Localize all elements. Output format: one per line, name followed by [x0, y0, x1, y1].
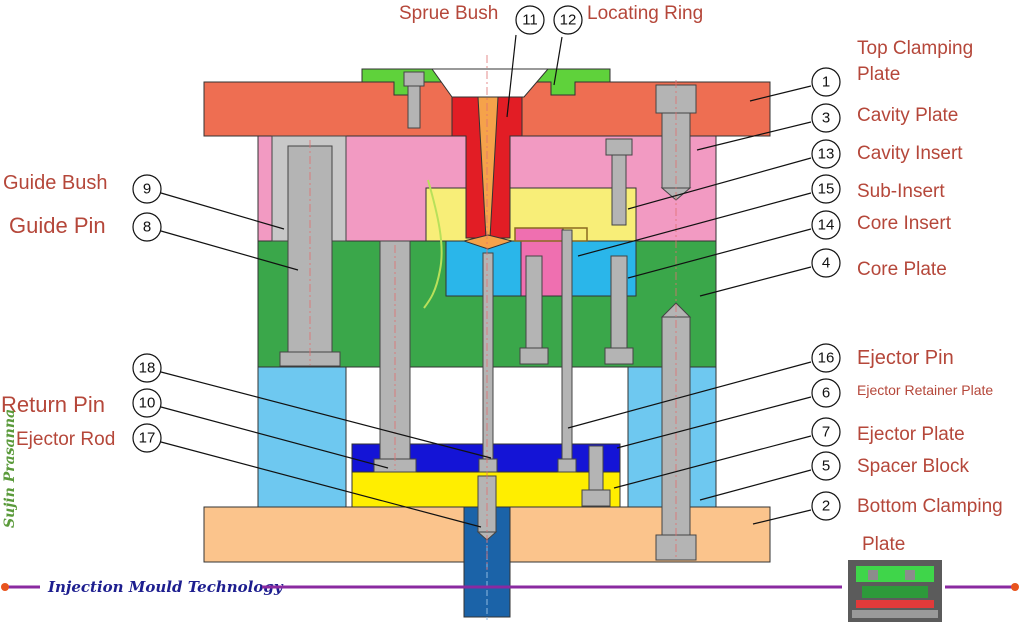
ejector-pin-main-head — [557, 458, 577, 473]
label-cavity-plate: Cavity Plate — [857, 105, 958, 126]
label-ejector-pin: Ejector Pin — [857, 347, 954, 369]
core-screw-right — [610, 255, 628, 349]
callout-3: 3 — [811, 103, 841, 133]
parting-curve — [423, 179, 443, 309]
callout-13: 13 — [811, 139, 841, 169]
callout-9: 9 — [132, 174, 162, 204]
svg-text:10: 10 — [139, 395, 156, 412]
svg-text:14: 14 — [818, 217, 835, 234]
label-cavity-insert: Cavity Insert — [857, 143, 963, 164]
callout-10: 10 — [132, 388, 162, 418]
callout-2: 2 — [811, 491, 841, 521]
ejector-screw — [588, 445, 604, 493]
sub-insert-frame — [514, 227, 588, 242]
centerlines — [309, 55, 677, 570]
core-screw-left-head — [519, 347, 549, 365]
pins-and-screws — [271, 71, 697, 561]
footer-dot-left — [1, 583, 9, 591]
label-top-clamping-1: Top Clamping — [857, 38, 973, 59]
svg-text:13: 13 — [818, 146, 835, 163]
svg-text:8: 8 — [143, 219, 151, 236]
svg-text:18: 18 — [139, 360, 156, 377]
footer: Injection Mould Technology Sujin Prasann… — [1, 409, 1019, 622]
svg-text:11: 11 — [522, 12, 538, 29]
cavity-screw-head — [605, 138, 633, 156]
leader-lines — [160, 34, 812, 528]
signature: Sujin Prasanna — [2, 409, 18, 528]
label-core-insert: Core Insert — [857, 213, 952, 234]
svg-text:1: 1 — [822, 74, 830, 91]
svg-text:9: 9 — [143, 181, 151, 198]
label-spacer-block: Spacer Block — [857, 456, 969, 477]
callout-8: 8 — [132, 212, 162, 242]
footer-dot-right — [1011, 583, 1019, 591]
part-labels: Sprue Bush Locating Ring Top Clamping Pl… — [1, 3, 1003, 555]
label-bottom-clamping-1: Bottom Clamping — [857, 496, 1003, 517]
label-return-pin: Return Pin — [1, 392, 105, 417]
core-screw-left — [525, 255, 543, 349]
label-bottom-clamping-2: Plate — [862, 534, 905, 555]
svg-text:16: 16 — [818, 350, 835, 367]
ejector-pin-main — [561, 229, 573, 461]
svg-text:5: 5 — [822, 458, 830, 475]
callout-1: 1 — [811, 67, 841, 97]
sprue-gate — [462, 234, 514, 250]
label-sprue-bush: Sprue Bush — [399, 3, 498, 24]
label-top-clamping-2: Plate — [857, 64, 900, 85]
callout-5: 5 — [811, 451, 841, 481]
sprue-puller-pin-head — [478, 458, 498, 473]
label-guide-bush: Guide Bush — [3, 172, 108, 194]
callout-11: 11 — [515, 5, 545, 35]
sprue-bush-seat — [431, 68, 550, 98]
label-locating-ring: Locating Ring — [587, 3, 703, 24]
cavity-screw — [611, 154, 627, 226]
svg-text:3: 3 — [822, 110, 830, 127]
callout-12: 12 — [553, 5, 583, 35]
callout-7: 7 — [811, 417, 841, 447]
label-guide-pin: Guide Pin — [9, 213, 106, 238]
mould-thumbnail-icon — [848, 560, 942, 622]
svg-text:17: 17 — [139, 430, 156, 447]
ring-screw — [407, 85, 421, 129]
core-screw-right-head — [604, 347, 634, 365]
callout-16: 16 — [811, 343, 841, 373]
callout-14: 14 — [811, 210, 841, 240]
label-ejector-plate: Ejector Plate — [857, 424, 965, 445]
callout-6: 6 — [811, 378, 841, 408]
callout-15: 15 — [811, 174, 841, 204]
svg-text:6: 6 — [822, 385, 830, 402]
sprue-puller-pin — [482, 252, 494, 460]
label-sub-insert: Sub-Insert — [857, 181, 945, 202]
callout-numbers: 11 12 1 3 13 15 14 4 16 6 7 5 2 9 8 18 1… — [132, 5, 841, 521]
svg-text:7: 7 — [822, 424, 830, 441]
svg-text:12: 12 — [560, 12, 577, 29]
callout-18: 18 — [132, 353, 162, 383]
svg-text:4: 4 — [822, 255, 830, 272]
ring-screw-head — [403, 71, 425, 87]
label-core-plate: Core Plate — [857, 259, 947, 280]
label-ejector-retainer-plate: Ejector Retainer Plate — [857, 382, 993, 398]
callout-17: 17 — [132, 423, 162, 453]
svg-text:2: 2 — [822, 498, 830, 515]
footer-title: Injection Mould Technology — [47, 578, 284, 596]
ejector-screw-head — [581, 489, 611, 507]
callout-4: 4 — [811, 248, 841, 278]
svg-text:15: 15 — [818, 181, 835, 198]
label-ejector-rod: Ejector Rod — [16, 429, 115, 450]
